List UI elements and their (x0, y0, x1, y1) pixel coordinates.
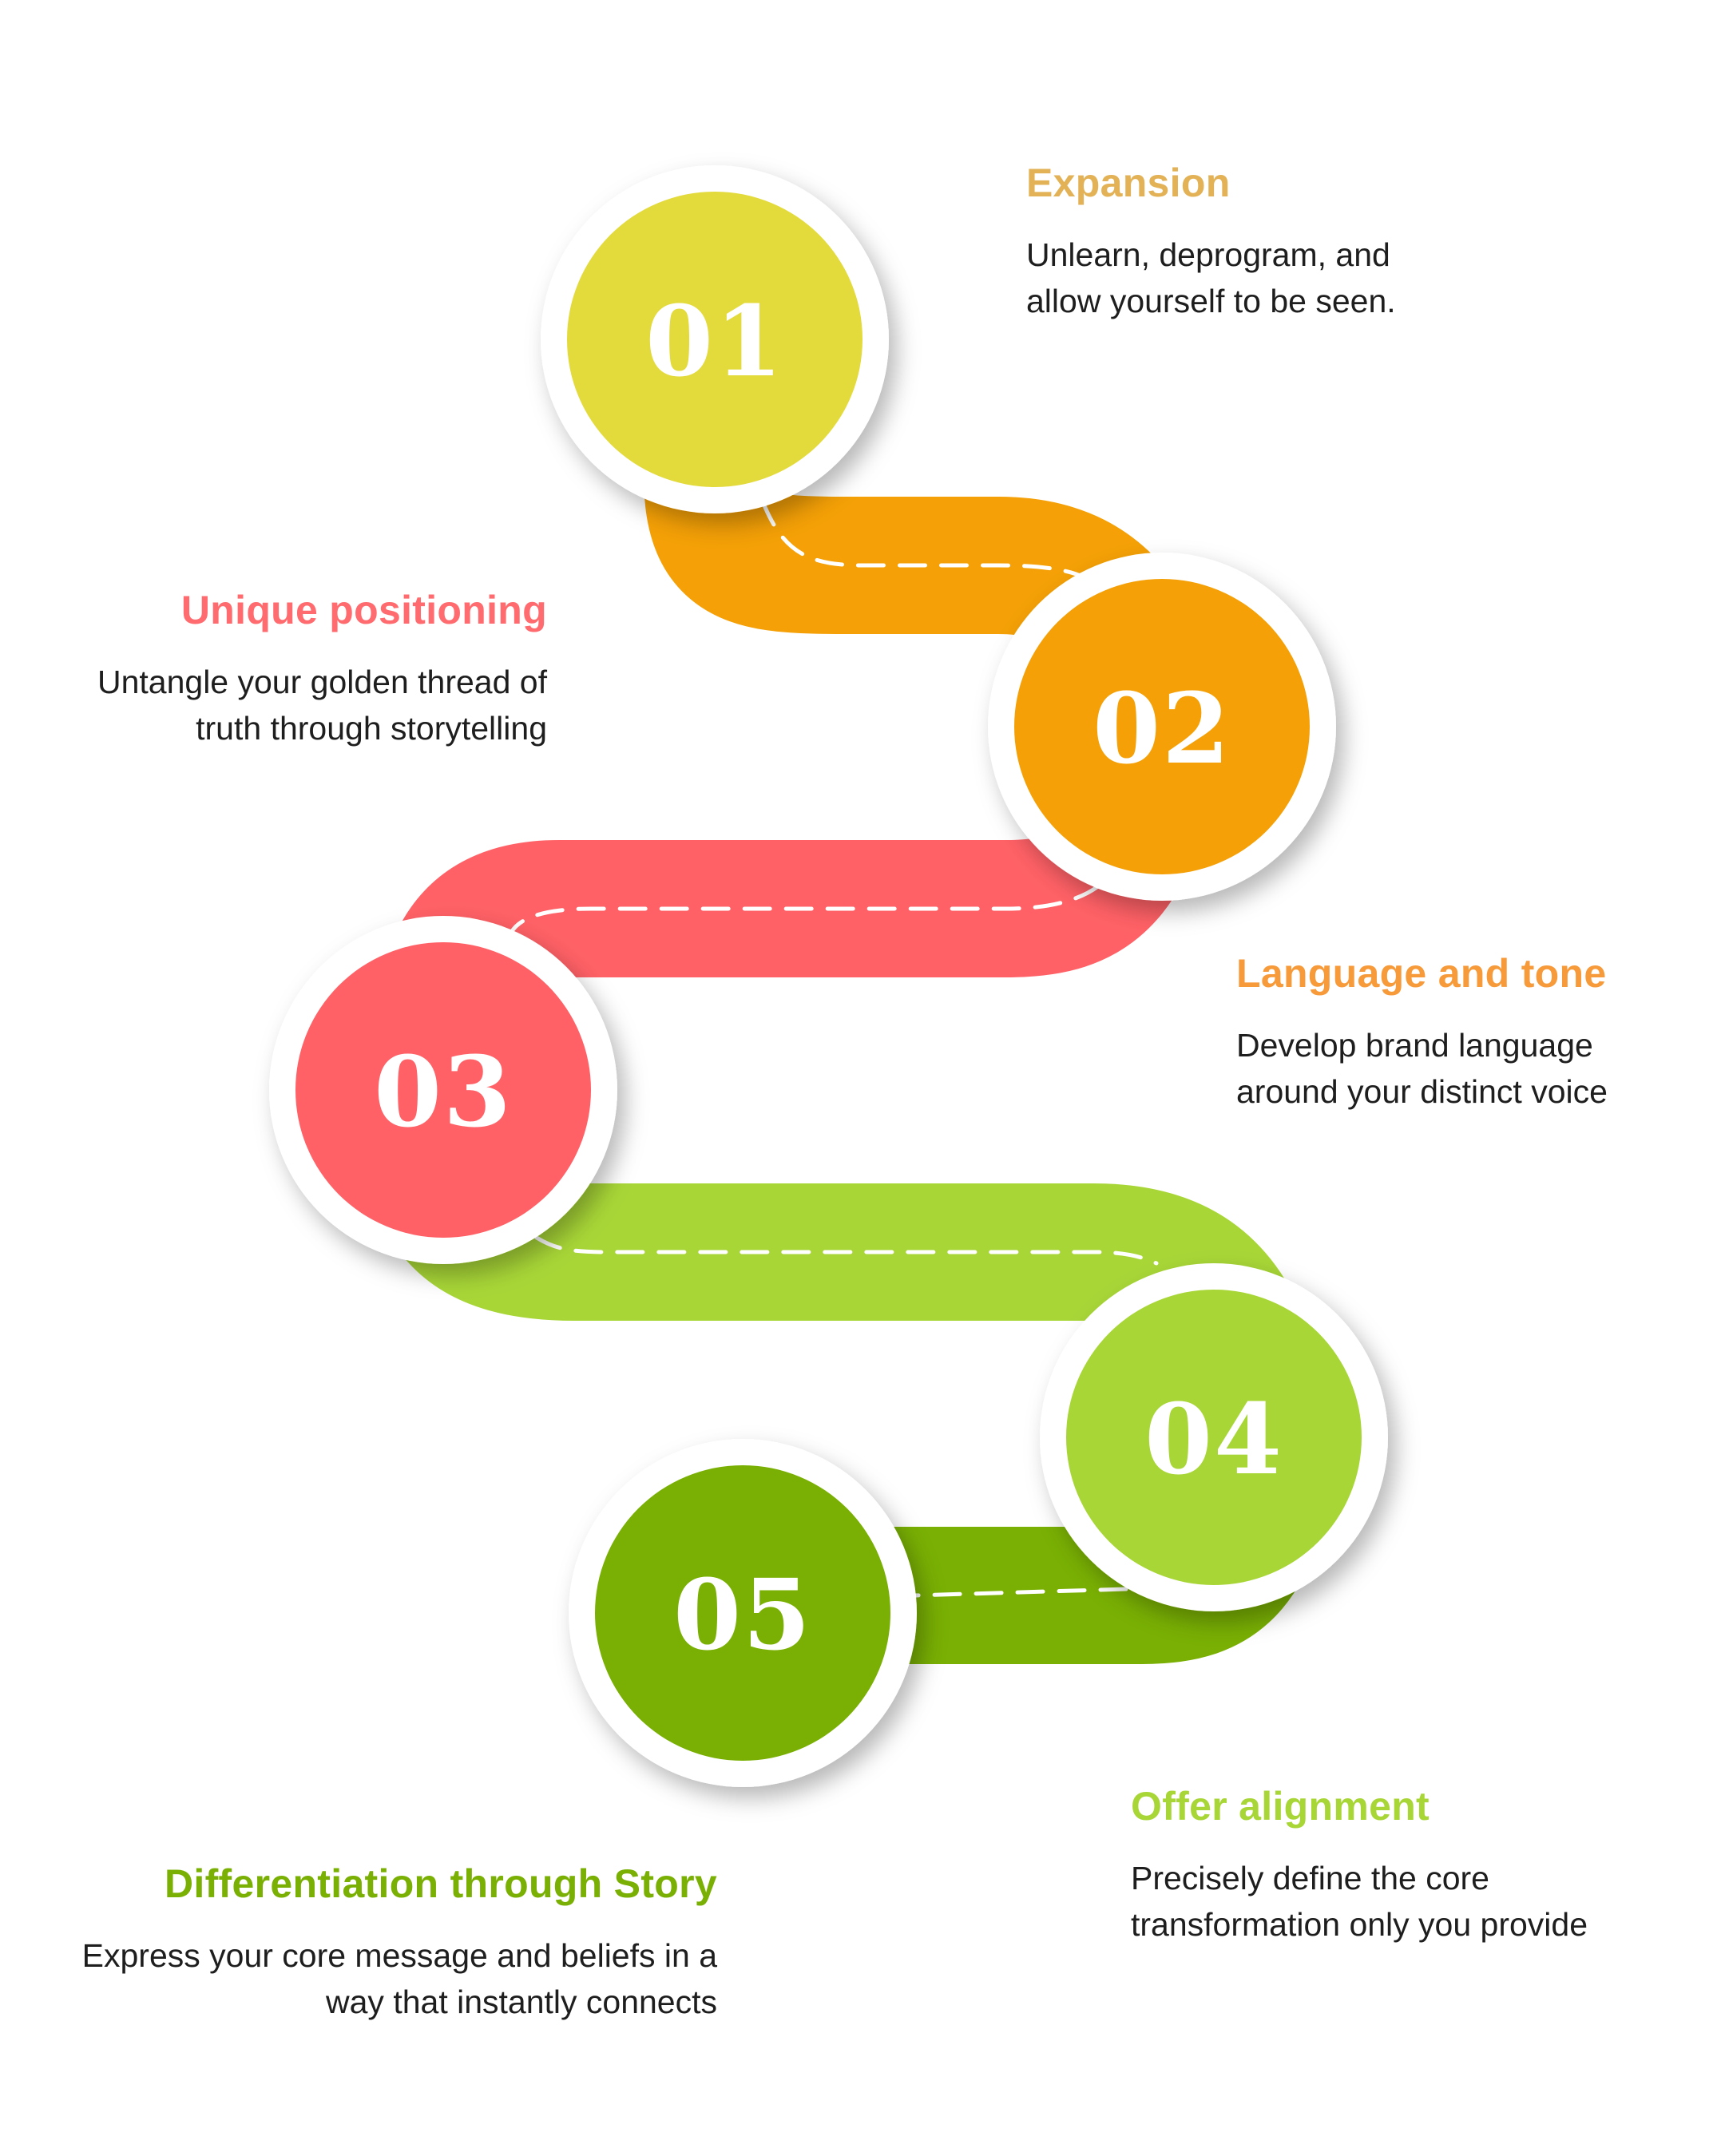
step-05-description: Express your core message and beliefs in… (81, 1937, 717, 2020)
step-01-title: Expansion (1026, 161, 1231, 205)
step-01-description: Unlearn, deprogram, and allow yourself t… (1026, 236, 1396, 319)
step-02-title: Unique positioning (180, 588, 547, 632)
step-01-number: 01 (645, 283, 784, 398)
step-03-circle: 03 (269, 916, 617, 1264)
step-03-text: Language and tone Develop brand language… (1236, 950, 1699, 1115)
step-05-number: 05 (673, 1557, 812, 1672)
step-02-number: 02 (1092, 671, 1231, 786)
step-04-text: Offer alignment Precisely define the cor… (1131, 1783, 1642, 1948)
step-03-description: Develop brand language around your disti… (1236, 1027, 1608, 1110)
step-04-title: Offer alignment (1131, 1784, 1430, 1829)
step-02-circle: 02 (988, 553, 1336, 901)
step-03-title: Language and tone (1236, 951, 1607, 996)
step-01-text: Expansion Unlearn, deprogram, and allow … (1026, 160, 1521, 324)
step-02-text: Unique positioning Untangle your golden … (48, 587, 547, 751)
step-04-number: 04 (1144, 1381, 1283, 1496)
step-05-text: Differentiation through Story Express yo… (48, 1861, 717, 2025)
step-01-circle: 01 (541, 165, 889, 513)
step-05-title: Differentiation through Story (164, 1861, 717, 1906)
step-05-circle: 05 (569, 1439, 917, 1787)
step-02-description: Untangle your golden thread of truth thr… (97, 664, 547, 747)
step-04-circle: 04 (1040, 1263, 1388, 1611)
step-04-description: Precisely define the core transformation… (1131, 1860, 1588, 1943)
step-03-number: 03 (374, 1034, 513, 1149)
